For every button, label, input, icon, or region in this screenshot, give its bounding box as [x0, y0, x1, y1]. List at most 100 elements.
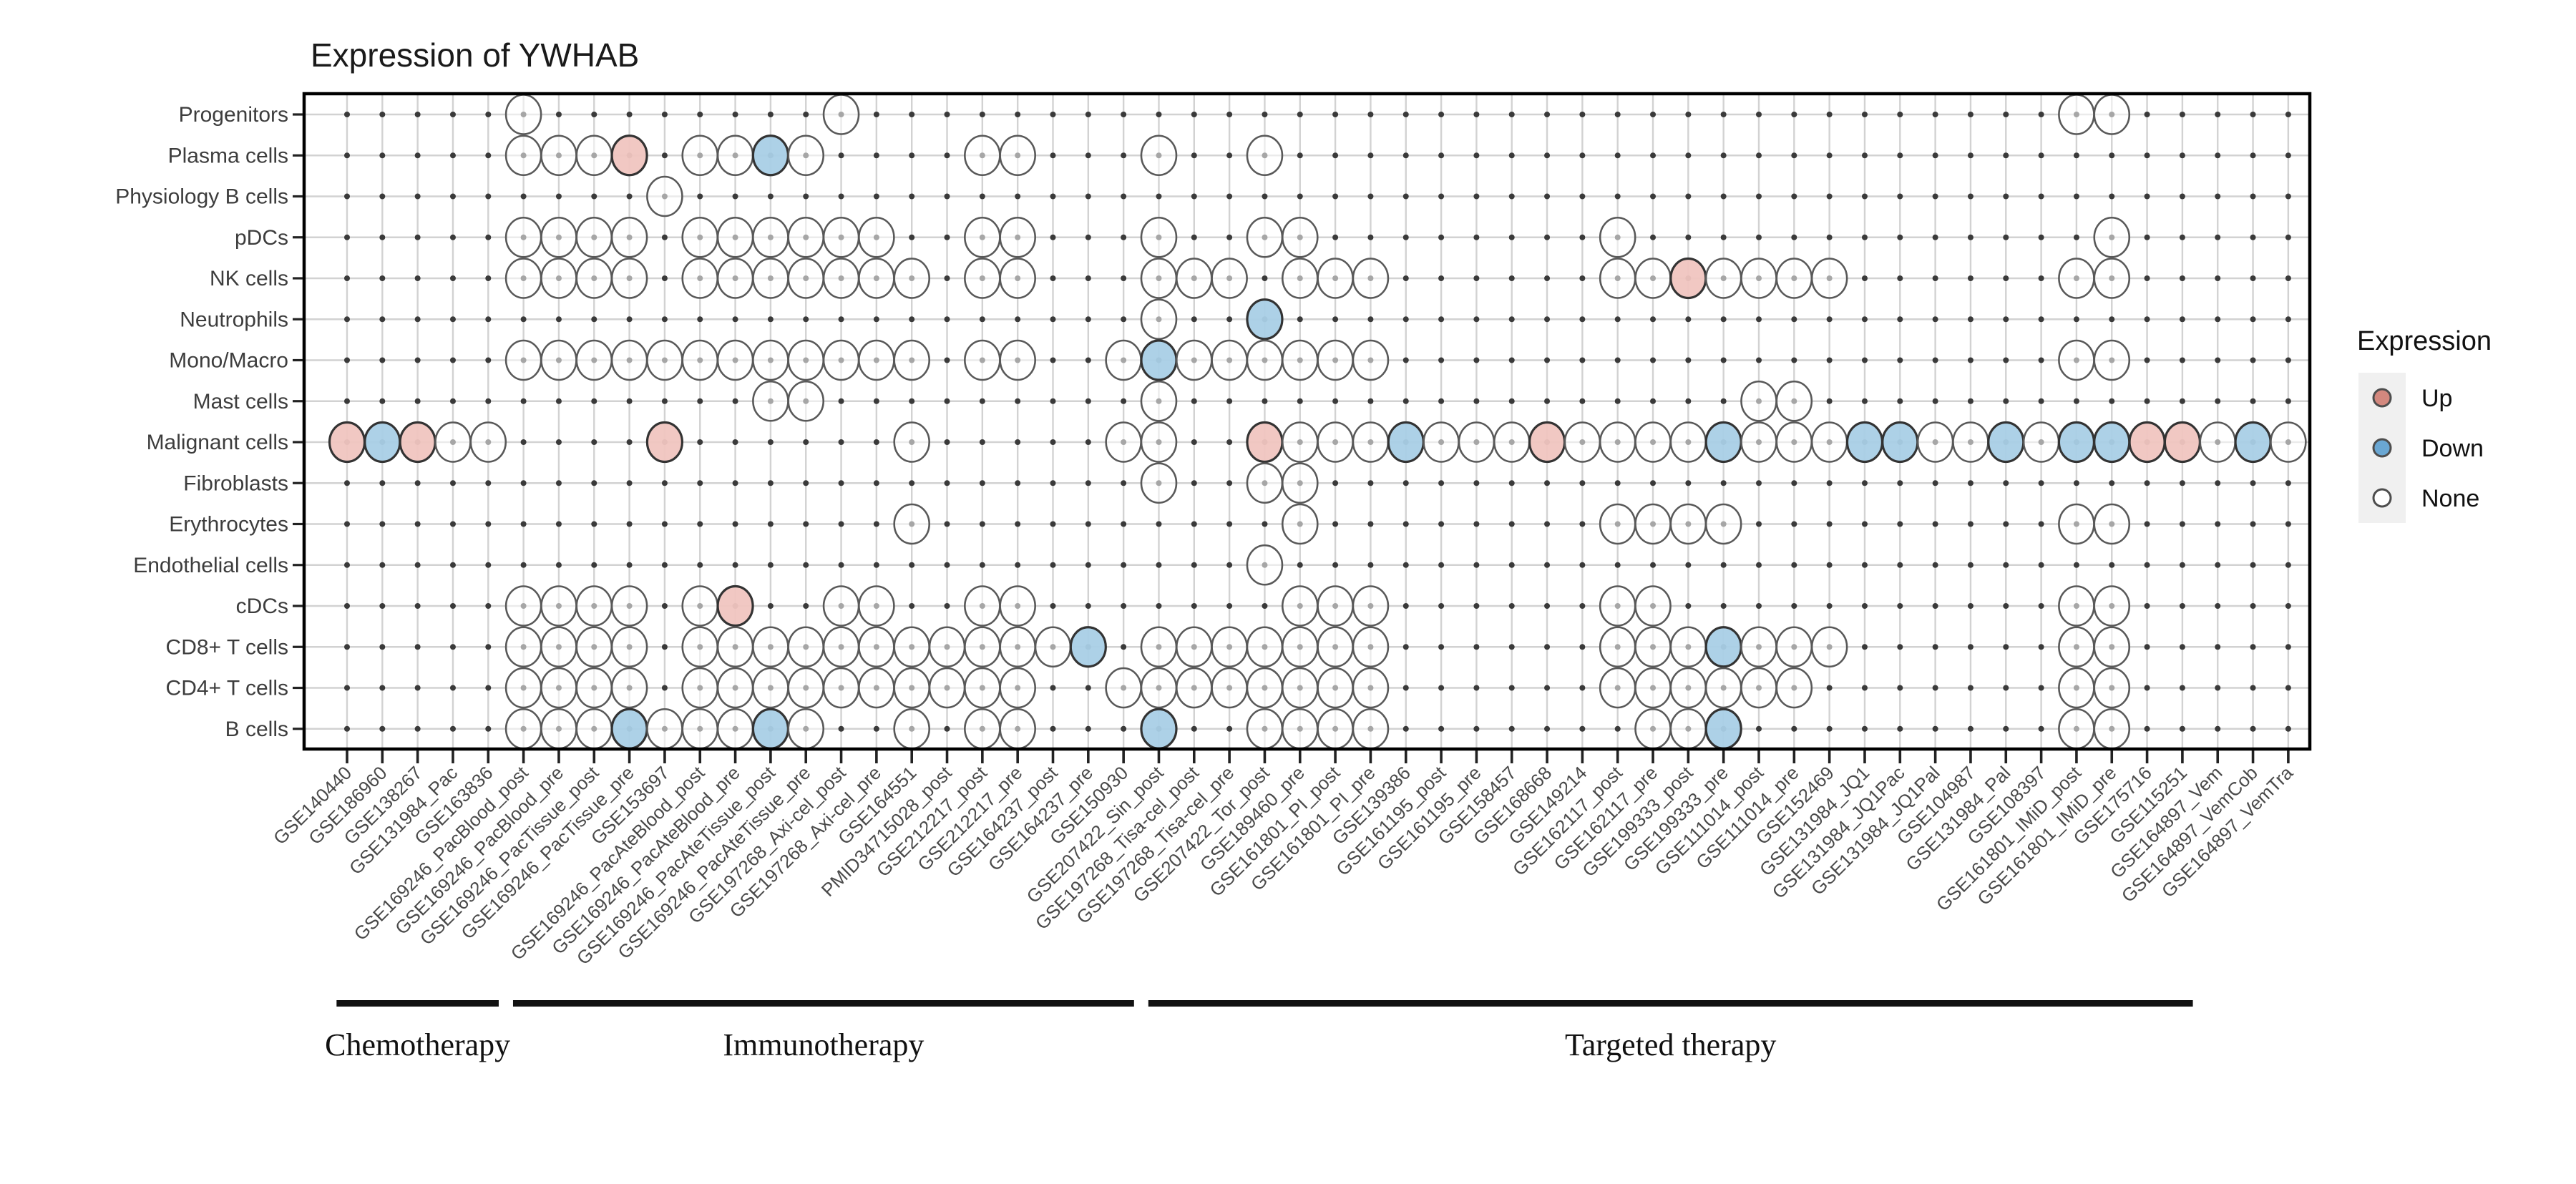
- expression-dot-none[interactable]: [504, 94, 542, 135]
- expression-dot-none[interactable]: [1105, 667, 1142, 709]
- expression-dot-none[interactable]: [999, 708, 1036, 750]
- expression-dot-none[interactable]: [1740, 258, 1777, 299]
- expression-dot-none[interactable]: [2093, 339, 2131, 381]
- expression-dot-none[interactable]: [1704, 667, 1742, 709]
- expression-dot-none[interactable]: [1211, 626, 1248, 668]
- expression-dot-none[interactable]: [822, 626, 860, 668]
- expression-dot-none[interactable]: [540, 216, 577, 258]
- expression-dot-none[interactable]: [822, 585, 860, 627]
- expression-dot-none[interactable]: [1810, 626, 1848, 668]
- expression-dot-none[interactable]: [787, 258, 825, 299]
- expression-dot-none[interactable]: [1317, 585, 1354, 627]
- expression-dot-none[interactable]: [1352, 626, 1390, 668]
- expression-dot-none[interactable]: [822, 339, 860, 381]
- expression-dot-none[interactable]: [1740, 421, 1777, 463]
- expression-dot-up[interactable]: [2128, 421, 2166, 464]
- expression-dot-none[interactable]: [787, 380, 825, 422]
- expression-dot-down[interactable]: [1845, 421, 1884, 464]
- expression-dot-none[interactable]: [646, 339, 683, 381]
- expression-dot-none[interactable]: [2058, 339, 2095, 381]
- expression-dot-none[interactable]: [964, 134, 1001, 177]
- expression-dot-none[interactable]: [504, 667, 542, 709]
- expression-dot-down[interactable]: [751, 708, 790, 750]
- expression-dot-none[interactable]: [1916, 421, 1954, 463]
- expression-dot-none[interactable]: [2058, 94, 2095, 135]
- expression-dot-none[interactable]: [964, 339, 1001, 381]
- expression-dot-none[interactable]: [1246, 626, 1284, 668]
- expression-dot-none[interactable]: [964, 708, 1001, 750]
- expression-dot-none[interactable]: [1775, 667, 1813, 709]
- expression-dot-none[interactable]: [1281, 462, 1319, 504]
- expression-dot-none[interactable]: [610, 339, 648, 381]
- expression-dot-none[interactable]: [575, 216, 613, 258]
- expression-dot-none[interactable]: [964, 258, 1001, 299]
- expression-dot-none[interactable]: [610, 585, 648, 627]
- expression-dot-none[interactable]: [1281, 585, 1319, 627]
- expression-dot-none[interactable]: [1176, 626, 1213, 668]
- expression-dot-none[interactable]: [1669, 708, 1707, 750]
- expression-dot-none[interactable]: [1246, 462, 1284, 504]
- expression-dot-none[interactable]: [964, 216, 1001, 258]
- expression-dot-none[interactable]: [681, 667, 719, 709]
- expression-dot-none[interactable]: [787, 216, 825, 258]
- expression-dot-none[interactable]: [540, 667, 577, 709]
- expression-dot-none[interactable]: [1140, 216, 1178, 258]
- expression-dot-none[interactable]: [575, 667, 613, 709]
- expression-dot-none[interactable]: [1105, 421, 1142, 463]
- expression-dot-up[interactable]: [2163, 421, 2201, 464]
- expression-dot-up[interactable]: [716, 584, 754, 627]
- expression-dot-none[interactable]: [681, 258, 719, 299]
- expression-dot-none[interactable]: [787, 708, 825, 750]
- expression-dot-none[interactable]: [2058, 708, 2095, 750]
- expression-dot-none[interactable]: [1352, 339, 1390, 381]
- expression-dot-up[interactable]: [610, 134, 648, 177]
- expression-dot-none[interactable]: [1140, 421, 1178, 463]
- expression-dot-none[interactable]: [1317, 421, 1354, 463]
- expression-dot-none[interactable]: [504, 134, 542, 177]
- expression-dot-none[interactable]: [1140, 134, 1178, 177]
- expression-dot-none[interactable]: [1740, 626, 1777, 668]
- expression-dot-none[interactable]: [999, 134, 1036, 177]
- expression-dot-none[interactable]: [858, 339, 895, 381]
- expression-dot-up[interactable]: [645, 421, 684, 464]
- expression-dot-none[interactable]: [893, 421, 930, 463]
- expression-dot-none[interactable]: [1246, 134, 1284, 177]
- expression-dot-none[interactable]: [1775, 258, 1813, 299]
- expression-dot-up[interactable]: [1246, 421, 1284, 464]
- expression-dot-none[interactable]: [1352, 667, 1390, 709]
- expression-dot-none[interactable]: [858, 626, 895, 668]
- expression-dot-none[interactable]: [787, 667, 825, 709]
- expression-dot-none[interactable]: [1281, 258, 1319, 299]
- expression-dot-none[interactable]: [2058, 626, 2095, 668]
- expression-dot-none[interactable]: [540, 585, 577, 627]
- expression-dot-down[interactable]: [1704, 421, 1742, 464]
- expression-dot-none[interactable]: [1281, 216, 1319, 258]
- expression-dot-none[interactable]: [610, 258, 648, 299]
- expression-dot-up[interactable]: [328, 421, 366, 464]
- expression-dot-none[interactable]: [1176, 667, 1213, 709]
- expression-dot-none[interactable]: [716, 216, 754, 258]
- expression-dot-none[interactable]: [999, 258, 1036, 299]
- expression-dot-none[interactable]: [1246, 339, 1284, 381]
- expression-dot-none[interactable]: [1634, 667, 1672, 709]
- expression-dot-none[interactable]: [1352, 585, 1390, 627]
- expression-dot-none[interactable]: [752, 626, 789, 668]
- expression-dot-none[interactable]: [716, 339, 754, 381]
- expression-dot-none[interactable]: [1669, 626, 1707, 668]
- expression-dot-none[interactable]: [964, 667, 1001, 709]
- expression-dot-none[interactable]: [858, 216, 895, 258]
- expression-dot-none[interactable]: [1281, 667, 1319, 709]
- expression-dot-none[interactable]: [575, 134, 613, 177]
- expression-dot-none[interactable]: [752, 258, 789, 299]
- expression-dot-none[interactable]: [1034, 626, 1072, 668]
- expression-dot-none[interactable]: [540, 258, 577, 299]
- expression-dot-none[interactable]: [2093, 626, 2131, 668]
- expression-dot-none[interactable]: [999, 626, 1036, 668]
- expression-dot-none[interactable]: [1599, 667, 1636, 709]
- expression-dot-none[interactable]: [1669, 667, 1707, 709]
- expression-dot-none[interactable]: [540, 626, 577, 668]
- expression-dot-none[interactable]: [504, 585, 542, 627]
- expression-dot-none[interactable]: [999, 216, 1036, 258]
- expression-dot-none[interactable]: [1634, 585, 1672, 627]
- expression-dot-down[interactable]: [1881, 421, 1919, 464]
